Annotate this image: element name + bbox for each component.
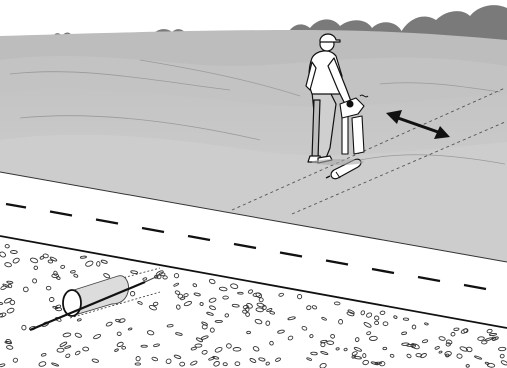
operator-shadow [312, 159, 364, 165]
